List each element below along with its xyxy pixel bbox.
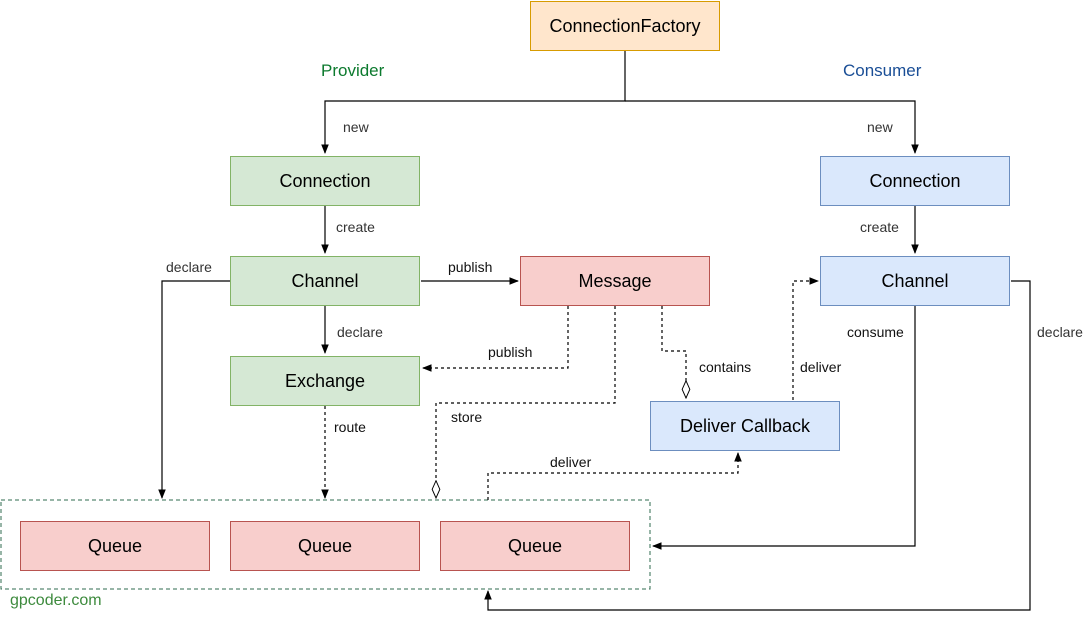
queue-node-1[interactable]: Queue [20,521,210,571]
edge-contains [661,306,686,398]
exchange-node[interactable]: Exchange [230,356,420,406]
queue-node-2[interactable]: Queue [230,521,420,571]
watermark-text: gpcoder.com [10,592,102,609]
edge-declare-right [484,280,1031,611]
label-declare-left: declare [166,259,212,275]
lane-consumer: Consumer [843,61,922,80]
provider-connection-node[interactable]: Connection [230,156,420,206]
queue-group [0,499,651,590]
label-declare-exchange: declare [337,324,383,340]
edge-deliver-callback-channel [792,277,819,400]
edge-publish-exchange [422,306,569,372]
edge-declare-left [158,280,230,499]
edge-new-provider [321,51,626,154]
edge-deliver-queue-callback [487,452,742,500]
label-declare-right: declare [1037,324,1083,340]
message-node[interactable]: Message [520,256,710,306]
label-publish-message: publish [448,259,493,275]
consumer-connection-node[interactable]: Connection [820,156,1010,206]
label-create-provider: create [336,219,375,235]
connection-factory-node[interactable]: ConnectionFactory [530,1,720,51]
edge-consume [652,306,916,550]
deliver-callback-node[interactable]: Deliver Callback [650,401,840,451]
label-new-provider: new [343,119,369,135]
label-store: store [451,409,483,425]
label-publish-exchange: publish [488,344,533,360]
provider-channel-node[interactable]: Channel [230,256,420,306]
label-deliver-callback-channel: deliver [800,359,842,375]
queue-node-3[interactable]: Queue [440,521,630,571]
lane-provider: Provider [321,61,385,80]
label-route: route [334,419,366,435]
consumer-channel-node[interactable]: Channel [820,256,1010,306]
edge-new-consumer [625,100,919,154]
edge-store [436,306,616,498]
label-contains: contains [699,359,752,375]
label-new-consumer: new [867,119,893,135]
label-consume: consume [847,324,904,340]
label-create-consumer: create [860,219,899,235]
label-deliver-queue-callback: deliver [550,454,592,470]
